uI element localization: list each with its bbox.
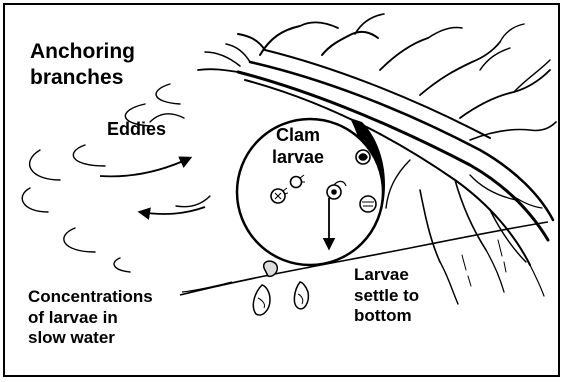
eddy-lines [22,84,210,272]
larvae-settle-label: Larvae settle to bottom [354,265,419,327]
eddies-label: Eddies [107,119,166,141]
anchoring-branches-label: Anchoring branches [30,39,135,90]
concentrations-label: Concentrations of larvae in slow water [28,287,153,349]
concentrations-leader [182,282,232,292]
clam-larvae-label: Clam larvae [272,125,324,169]
eddy-arrow-left [140,207,205,214]
eddy-arrow-right [100,158,190,176]
